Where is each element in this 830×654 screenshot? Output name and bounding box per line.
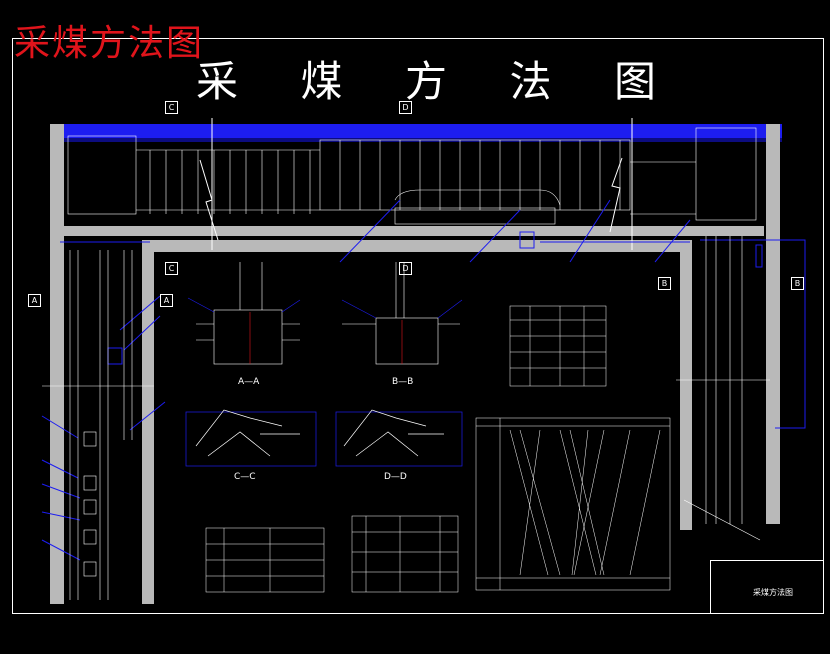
section-label: B—B xyxy=(392,377,414,387)
leader-lines xyxy=(41,199,806,561)
title-char: 法 xyxy=(509,57,552,106)
title-char: 方 xyxy=(404,57,447,106)
break-lines xyxy=(199,118,633,250)
right-shafts xyxy=(676,236,770,541)
section-aa-bb xyxy=(187,262,463,365)
section-tag: A xyxy=(160,294,173,307)
section-label: C—C xyxy=(234,472,256,482)
section-tag: D xyxy=(399,262,412,275)
section-tag: D xyxy=(399,101,412,114)
roadway-walls xyxy=(50,124,780,604)
section-cc-dd xyxy=(185,409,463,467)
drawing-frame xyxy=(12,38,824,614)
section-tag: B xyxy=(791,277,804,290)
title-block-name: 采煤方法图 xyxy=(753,588,793,597)
drawing-title: 采 煤 方 法 图 xyxy=(196,48,656,109)
stamp-title: 采煤方法图 xyxy=(14,23,205,64)
schedule-chart xyxy=(475,417,671,591)
left-shafts xyxy=(42,250,154,600)
hydraulic-supports xyxy=(67,127,757,225)
section-label: A—A xyxy=(238,377,260,387)
data-tables xyxy=(205,305,607,593)
section-tag: A xyxy=(28,294,41,307)
section-tag: C xyxy=(165,101,178,114)
section-label: D—D xyxy=(384,472,407,482)
title-char: 图 xyxy=(613,57,656,106)
section-tag: C xyxy=(165,262,178,275)
title-char: 采 xyxy=(196,57,239,106)
title-block xyxy=(710,560,824,614)
coal-seam xyxy=(62,124,782,142)
section-tag: B xyxy=(658,277,671,290)
title-char: 煤 xyxy=(300,57,343,106)
